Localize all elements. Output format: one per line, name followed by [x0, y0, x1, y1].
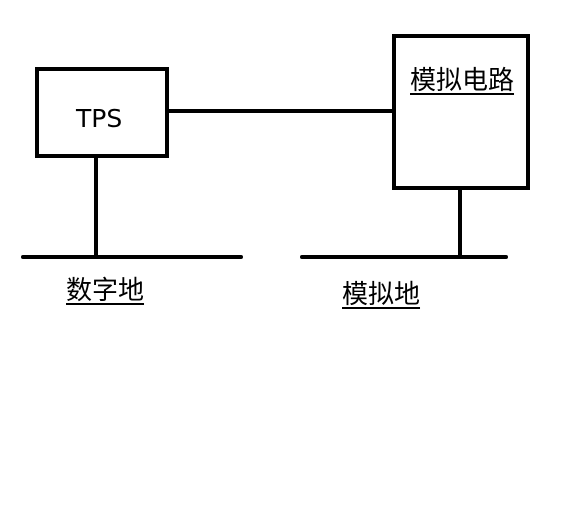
digital-ground-label: 数字地 [66, 276, 145, 306]
tps-box [35, 67, 169, 158]
tps-label: TPS [76, 104, 123, 133]
analog-circuit-box [392, 34, 530, 190]
analog-circuit-label: 模拟电路 [410, 66, 515, 96]
analog-ground-label: 模拟地 [342, 280, 421, 310]
